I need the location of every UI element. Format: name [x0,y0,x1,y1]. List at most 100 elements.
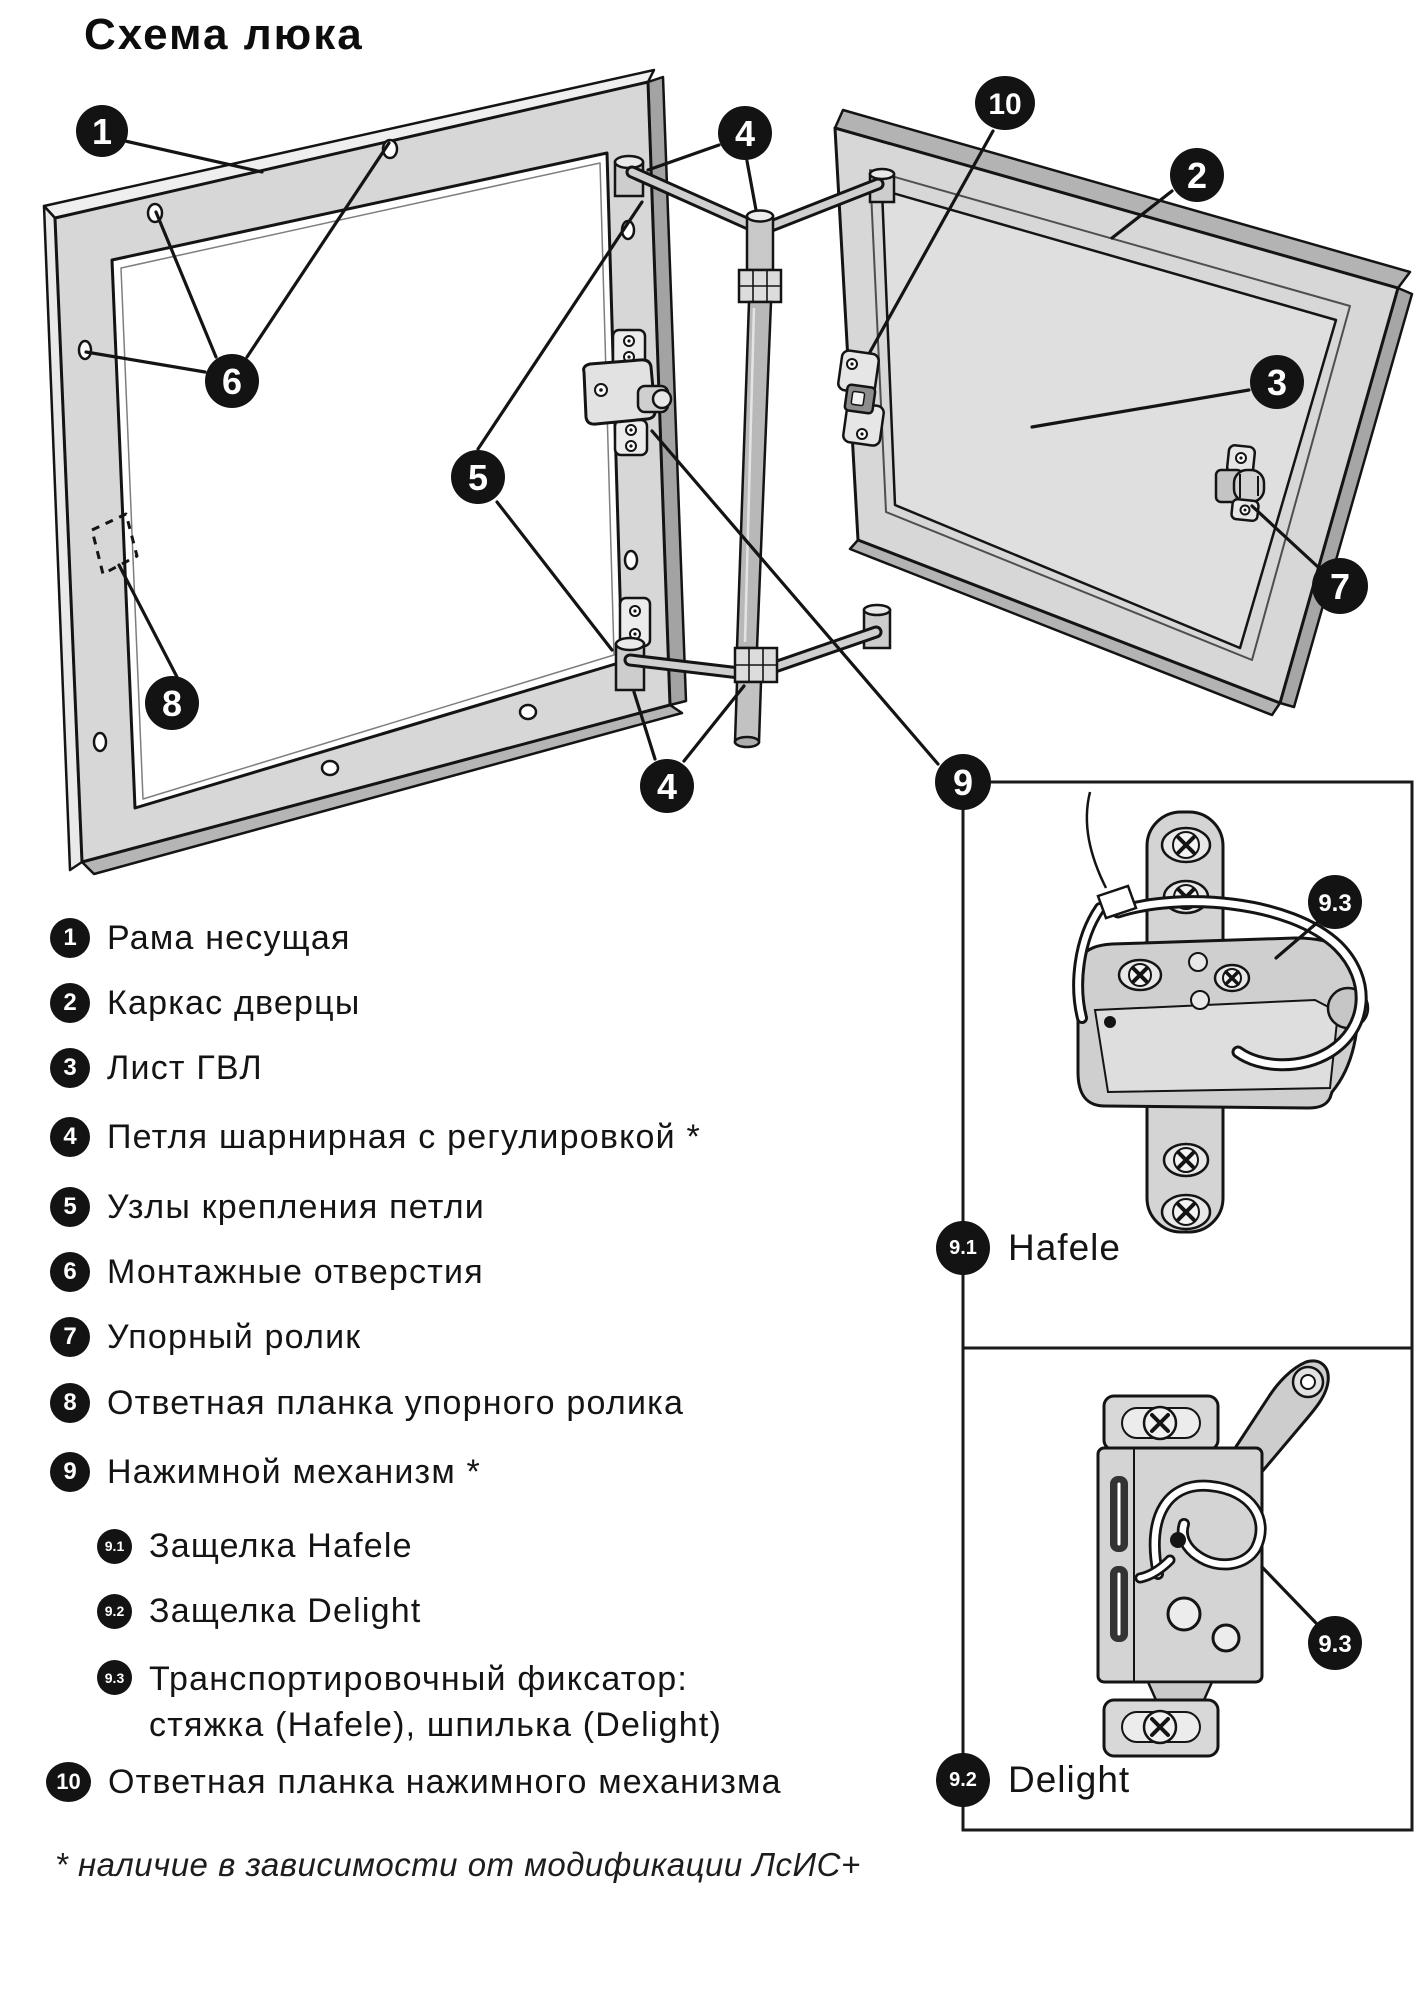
push-latch-mechanism [582,358,673,426]
legend-badge-9-1: 9.1 [97,1528,132,1564]
screw [1160,1193,1212,1231]
legend-item-4: 4 Петля шарнирная с регулировкой * [50,1115,701,1159]
legend-badge-9-2: 9.2 [97,1593,132,1629]
callout-1-label: 1 [92,111,112,152]
legend-item-9-1: 9.1 Защелка Hafele [97,1524,413,1568]
callout-8-label: 8 [162,683,182,724]
legend-item-3: 3 Лист ГВЛ [50,1046,263,1090]
callout-2: 2 [1170,148,1224,202]
callouts: 1 2 3 4 4 5 6 7 8 9 10 9.3 9.3 [76,76,1368,1670]
callout-4-label: 4 [735,113,755,154]
callout-4-bottom: 4 [640,759,694,813]
legend-badge-8: 8 [50,1383,90,1423]
legend-badge-9: 9 [50,1452,90,1492]
legend-badge-5: 5 [50,1187,90,1227]
callout-7: 7 [1312,558,1368,614]
hafele-panel-caption: 9.1 Hafele [936,1221,1121,1275]
legend-badge-10: 10 [46,1762,91,1802]
wire-pin [1134,1479,1267,1584]
rail-hole [623,549,639,571]
callout-1: 1 [76,105,128,157]
leader-lines [84,129,1320,1625]
callout-5: 5 [451,450,505,504]
cable-tie [1072,791,1368,1072]
delight-latch-drawing [1096,1359,1330,1758]
legend-label-2: Каркас дверцы [107,983,361,1022]
push-strike-plate [837,349,885,447]
mounting-hole [77,339,93,361]
legend-label-9-1: Защелка Hafele [149,1526,413,1565]
hinge-rod [733,209,783,749]
callout-7-label: 7 [1330,566,1350,607]
legend-badge-3: 3 [50,1048,90,1088]
screw [1117,958,1163,992]
legend-label-9-2: Защелка Delight [149,1591,422,1630]
callout-2-label: 2 [1187,155,1207,196]
legend-label-8: Ответная планка упорного ролика [107,1383,685,1422]
callout-10-label: 10 [988,88,1021,121]
legend-item-9-3: 9.3 Транспортировочный фиксатор: стяжка (… [97,1656,722,1748]
footnote: * наличие в зависимости от модификации Л… [55,1846,861,1883]
hafele-panel-badge: 9.1 [936,1221,990,1275]
legend-badge-1: 1 [50,918,90,958]
cable-tie-head [1096,884,1138,920]
callout-4-label: 4 [657,766,677,807]
legend-label-3: Лист ГВЛ [107,1048,263,1087]
mounting-hole [320,759,340,777]
page-title: Схема люка [84,10,364,59]
callout-9: 9 [935,754,991,810]
legend-label-10: Ответная планка нажимного механизма [108,1762,782,1801]
legend-item-5: 5 Узлы крепления петли [50,1185,485,1229]
delight-panel-caption: 9.2 Delight [936,1753,1130,1807]
frame-inner-bevel [120,162,615,800]
legend-label-9: Нажимной механизм * [107,1452,481,1491]
callout-4-top: 4 [718,106,772,160]
callout-9-3-label: 9.3 [1318,890,1351,917]
legend-label-9-3-line2: стяжка (Hafele), шпилька (Delight) [149,1706,723,1744]
cable-tie-tail [1085,791,1108,889]
mounting-holes [77,138,538,777]
legend-label-9-3: Транспортировочный фиксатор: стяжка (Hafe… [149,1656,722,1748]
legend-label-9-3-line1: Транспортировочный фиксатор: [149,1660,688,1698]
mounting-hole [518,703,538,721]
legend-badge-2: 2 [50,983,90,1023]
legend-badge-6: 6 [50,1252,90,1292]
mounting-hole [92,731,108,753]
callout-6: 6 [205,354,259,408]
frame-front [53,80,672,864]
legend-label-5: Узлы крепления петли [107,1187,485,1226]
legend-label-7: Упорный ролик [107,1317,362,1356]
legend-item-8: 8 Ответная планка упорного ролика [50,1381,684,1425]
callout-10: 10 [975,76,1035,130]
legend-badge-7: 7 [50,1317,90,1357]
callout-9-3-label: 9.3 [1318,1631,1351,1658]
latch-roller [651,388,673,410]
detail-panels [961,780,1414,1832]
screw [1160,826,1212,864]
hafele-panel-label: Hafele [1008,1227,1121,1268]
callout-3-label: 3 [1267,362,1287,403]
callout-3: 3 [1250,355,1304,409]
legend-item-2: 2 Каркас дверцы [50,981,360,1025]
screw [1162,1142,1210,1178]
hinge-assembly [613,154,896,749]
callout-6-label: 6 [222,361,242,402]
legend-badge-4: 4 [50,1117,90,1157]
hafele-latch-drawing [1072,791,1370,1234]
legend-label-4: Петля шарнирная с регулировкой * [107,1117,701,1156]
callout-9-3-delight: 9.3 [1308,1616,1362,1670]
callout-9-3-hafele: 9.3 [1308,875,1362,929]
roller-strike-plate-dashed [90,512,139,576]
door-frame-bevel [869,169,1351,661]
legend-item-9-2: 9.2 Защелка Delight [97,1589,421,1633]
hinge-arms [623,165,885,681]
legend-label-1: Рама несущая [107,918,351,957]
callout-8: 8 [145,676,199,730]
delight-panel-badge: 9.2 [936,1753,990,1807]
delight-panel-label: Delight [1008,1759,1131,1800]
legend-item-1: 1 Рама несущая [50,916,351,960]
legend-badge-9-3: 9.3 [97,1660,132,1695]
bearing-frame [42,68,688,876]
